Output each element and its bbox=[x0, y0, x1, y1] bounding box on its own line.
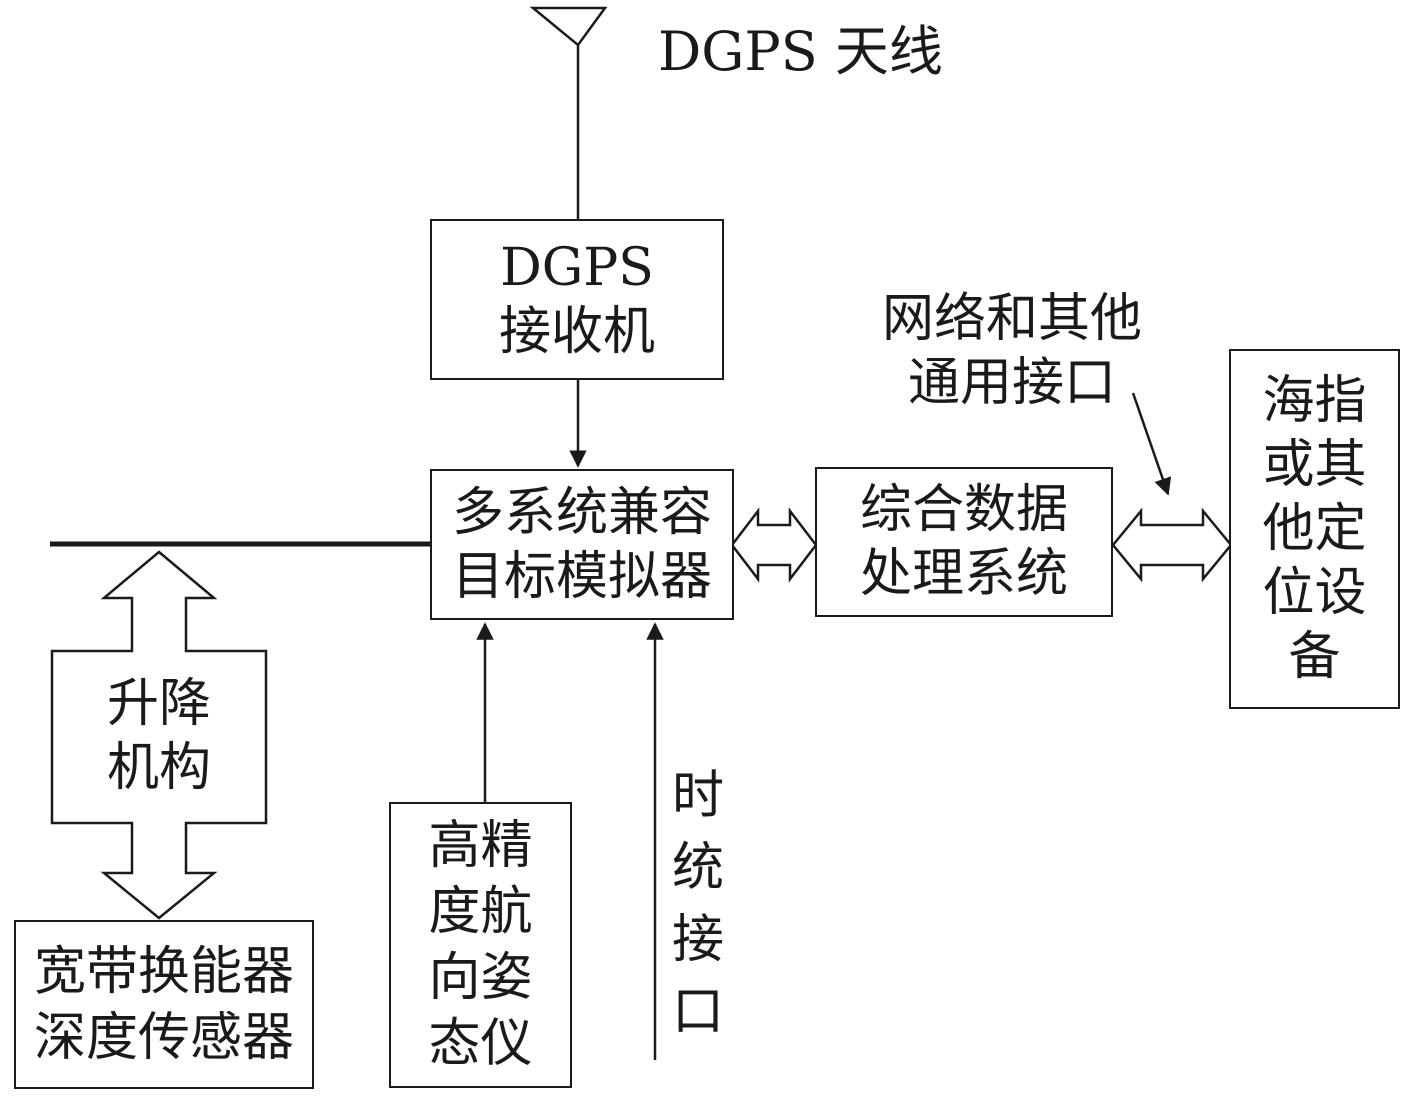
simulator-line1: 多系统兼容 bbox=[451, 482, 712, 543]
dgps-receiver-box: DGPS 接收机 bbox=[430, 219, 724, 380]
lift-line1: 升降 bbox=[106, 674, 211, 734]
time-interface-char: 口 bbox=[671, 982, 724, 1042]
antenna-icon bbox=[529, 6, 608, 220]
haizhi-line: 位设 bbox=[1262, 563, 1367, 623]
simulator-line2: 目标模拟器 bbox=[451, 546, 712, 607]
time-interface-char: 接 bbox=[671, 910, 724, 970]
simulator-box: 多系统兼容 目标模拟器 bbox=[430, 469, 734, 620]
lift-label: 升降 机构 bbox=[52, 672, 266, 800]
attitude-box: 高精 度航 向姿 态仪 bbox=[389, 802, 572, 1088]
arrow-network-pointer bbox=[1131, 392, 1172, 496]
attitude-line: 度航 bbox=[428, 882, 533, 942]
attitude-line: 向姿 bbox=[428, 948, 533, 1008]
time-interface-label: 时 统 接 口 bbox=[668, 760, 728, 1048]
attitude-line: 态仪 bbox=[428, 1014, 533, 1074]
data-processing-line1: 综合数据 bbox=[859, 480, 1068, 540]
network-interface-line1: 网络和其他 bbox=[881, 289, 1142, 349]
double-arrow-simulator-processing bbox=[730, 507, 818, 583]
haizhi-line: 备 bbox=[1288, 627, 1341, 687]
double-arrow-lift bbox=[50, 550, 268, 920]
haizhi-line: 海指 bbox=[1262, 371, 1367, 431]
data-processing-line2: 处理系统 bbox=[859, 544, 1068, 604]
antenna-label: DGPS 天线 bbox=[658, 20, 943, 83]
lift-line2: 机构 bbox=[106, 738, 211, 798]
dgps-receiver-line1: DGPS bbox=[500, 237, 654, 298]
transducer-box: 宽带换能器 深度传感器 bbox=[14, 920, 314, 1089]
haizhi-line: 他定 bbox=[1262, 499, 1367, 559]
time-interface-char: 时 bbox=[671, 766, 724, 826]
dgps-receiver-line2: 接收机 bbox=[498, 301, 655, 362]
network-interface-label: 网络和其他 通用接口 bbox=[862, 287, 1162, 415]
time-interface-char: 统 bbox=[671, 838, 724, 898]
transducer-line2: 深度传感器 bbox=[33, 1007, 294, 1068]
data-processing-box: 综合数据 处理系统 bbox=[815, 467, 1113, 617]
attitude-line: 高精 bbox=[428, 816, 533, 876]
haizhi-box: 海指 或其 他定 位设 备 bbox=[1229, 349, 1400, 709]
network-interface-line2: 通用接口 bbox=[907, 353, 1116, 413]
double-arrow-processing-haizhi bbox=[1111, 507, 1233, 583]
haizhi-line: 或其 bbox=[1262, 435, 1367, 495]
transducer-line1: 宽带换能器 bbox=[33, 941, 294, 1002]
